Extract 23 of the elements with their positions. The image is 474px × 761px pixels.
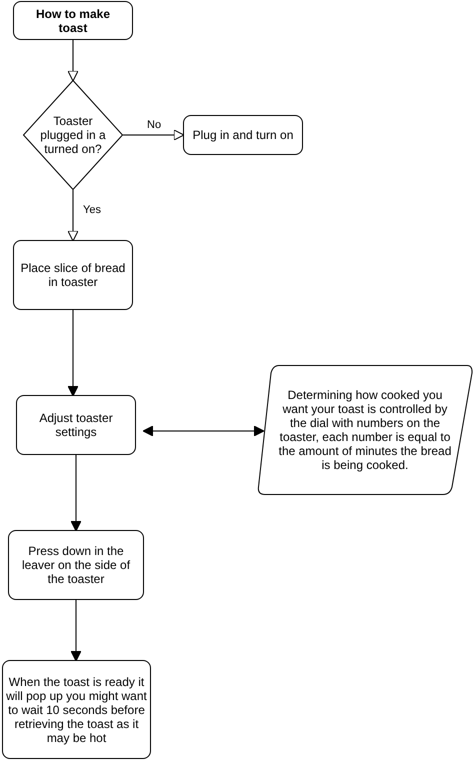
arrow xyxy=(122,130,184,140)
note-parallelogram xyxy=(257,365,473,495)
node-text: Plug in and turn on xyxy=(192,128,294,142)
arrow xyxy=(68,190,78,242)
arrow xyxy=(68,40,78,82)
arrow xyxy=(68,310,78,396)
process-box xyxy=(13,240,133,310)
process-box xyxy=(2,660,151,759)
process-box xyxy=(13,1,133,40)
node-text: Toaster plugged in a turned on? xyxy=(40,114,106,156)
decision-diamond xyxy=(23,80,123,190)
process-box xyxy=(8,530,144,600)
node-text: How to make toast xyxy=(34,6,111,34)
process-box xyxy=(16,395,136,455)
process-box xyxy=(183,115,303,155)
arrow xyxy=(142,426,264,436)
node-text: Place slice of bread in toaster xyxy=(20,261,126,289)
arrow xyxy=(70,600,82,662)
arrow xyxy=(70,454,82,532)
node-text: Determining how cooked you want your toast is controlled by the dial with numbers on the toaster, each number is equal to the amount of minutes the bread is being cooked. xyxy=(278,388,452,472)
node-text: Press down in the leaver on the side of the toaster xyxy=(20,544,132,586)
node-text: When the toast is ready it will pop up you might want to wait 10 seconds before retrieving the toast as it may be hot xyxy=(5,674,148,744)
node-text: Adjust toaster settings xyxy=(38,411,114,439)
